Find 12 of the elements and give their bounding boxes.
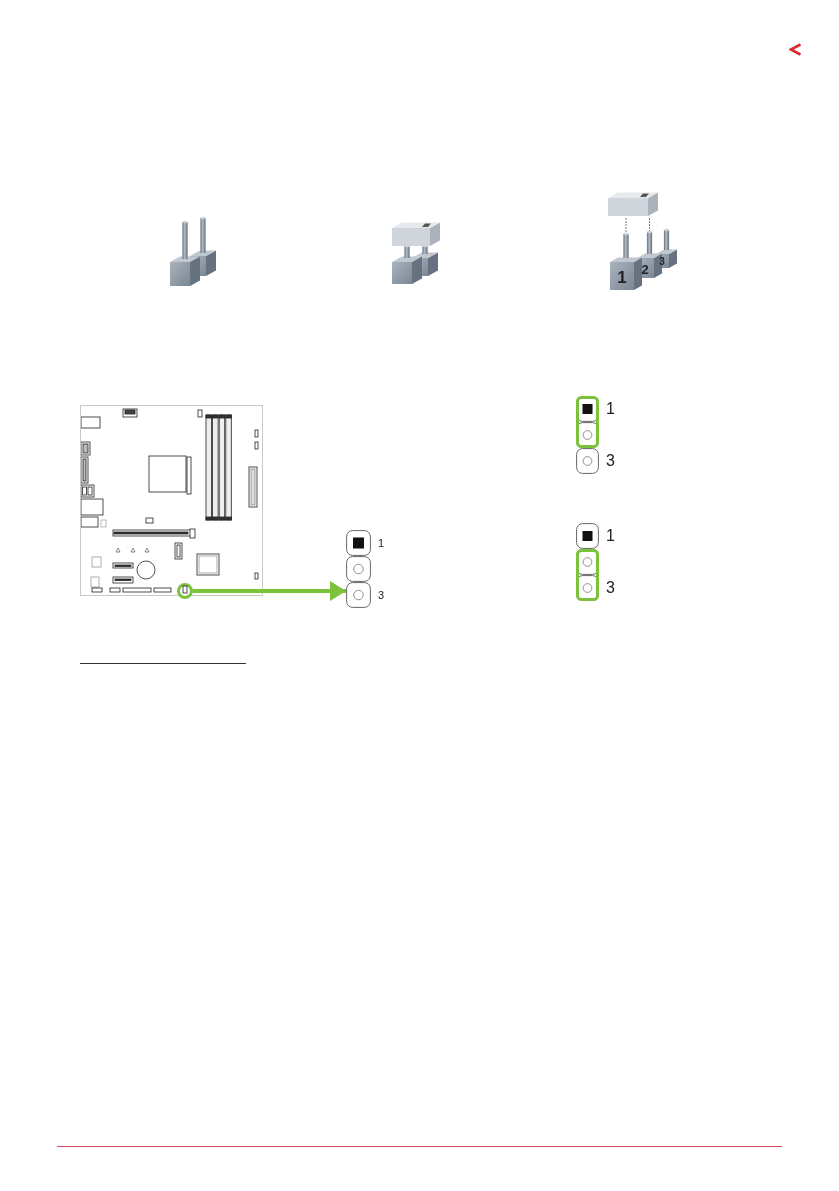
pin-number: 2 [641, 262, 649, 276]
pin-number: 1 [606, 528, 615, 544]
pin-number: 3 [606, 453, 615, 469]
pin-number: 1 [378, 537, 385, 549]
pin-number: 3 [659, 257, 665, 267]
pin-number: 1 [606, 401, 615, 417]
arrow [193, 581, 346, 601]
pin-number: 3 [378, 589, 385, 601]
highlight-circle [177, 583, 193, 599]
pin-number: 3 [606, 580, 615, 596]
pin-number: 1 [617, 268, 627, 286]
motherboard [80, 405, 263, 596]
